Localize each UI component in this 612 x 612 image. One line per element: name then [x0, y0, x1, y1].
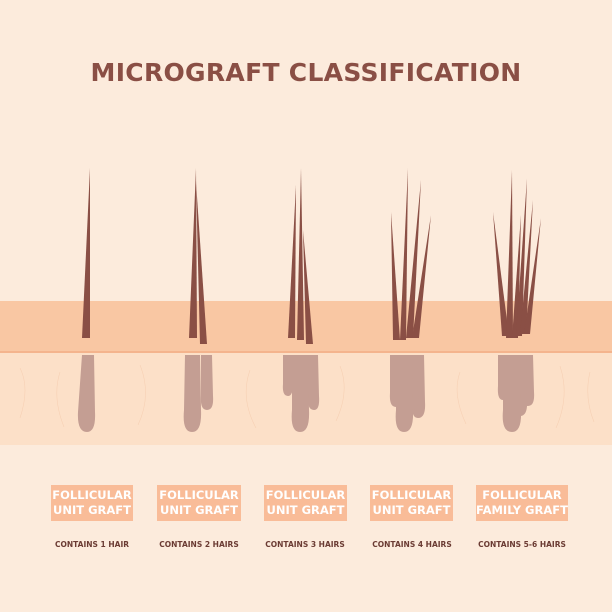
hair-bulb [291, 355, 310, 432]
graft-5-illustration [493, 170, 541, 432]
graft-3-description: CONTAINS 3 HAIRS [265, 540, 345, 549]
hair-shaft [303, 230, 313, 344]
hair-shaft [288, 185, 296, 338]
graft-1-label-line2: UNIT GRAFT [53, 503, 131, 517]
hair-shaft [524, 218, 541, 334]
diagram-title: MICROGRAFT CLASSIFICATION [90, 58, 522, 87]
graft-4-label-box: FOLLICULAR UNIT GRAFT [370, 485, 453, 521]
hair-bulb [282, 355, 293, 396]
hair-shaft [493, 212, 509, 336]
graft-2-illustration [183, 168, 214, 432]
hair-bulb [502, 355, 522, 432]
graft-2-label-line1: FOLLICULAR [159, 488, 239, 502]
graft-3-label-line1: FOLLICULAR [265, 488, 346, 502]
graft-5-label-box: FOLLICULAR FAMILY GRAFT [476, 485, 568, 521]
graft-1-illustration [77, 168, 96, 432]
graft-2-label-box: FOLLICULAR UNIT GRAFT [157, 485, 241, 521]
dermis-texture [19, 364, 595, 429]
hair-bulb [200, 355, 214, 410]
graft-2-description: CONTAINS 2 HAIRS [159, 540, 239, 549]
hair-shaft [520, 200, 533, 334]
hair-shaft [391, 212, 400, 340]
graft-5-description: CONTAINS 5-6 HAIRS [478, 540, 566, 549]
hair-bulb [183, 355, 202, 432]
hair-shaft [516, 178, 527, 336]
graft-4-label-line1: FOLLICULAR [371, 488, 452, 502]
hair-bulb [307, 355, 320, 410]
graft-3-illustration [282, 168, 320, 432]
hair-bulb [77, 355, 96, 432]
graft-4-label-line2: UNIT GRAFT [372, 503, 451, 517]
hair-shaft [412, 215, 431, 338]
graft-3-label-line2: UNIT GRAFT [266, 503, 345, 517]
graft-3-label-box: FOLLICULAR UNIT GRAFT [264, 485, 347, 521]
hair-shaft [82, 168, 90, 338]
graft-1-label-box: FOLLICULAR UNIT GRAFT [51, 485, 133, 521]
graft-4-illustration [389, 168, 431, 432]
graft-5-label-line2: FAMILY GRAFT [476, 503, 568, 517]
hair-shaft [406, 180, 421, 338]
hair-shaft [297, 168, 304, 340]
hair-shaft [189, 168, 197, 338]
graft-4-description: CONTAINS 4 HAIRS [372, 540, 452, 549]
graft-1-description: CONTAINS 1 HAIR [54, 540, 130, 549]
hair-shaft [196, 182, 207, 344]
hair-shaft [400, 168, 408, 340]
graft-2-label-line2: UNIT GRAFT [160, 503, 238, 517]
graft-5-label-line1: FOLLICULAR [482, 488, 562, 502]
hair-bulb [395, 355, 414, 432]
graft-1-label-line1: FOLLICULAR [52, 488, 132, 502]
hair-shaft [506, 170, 513, 338]
